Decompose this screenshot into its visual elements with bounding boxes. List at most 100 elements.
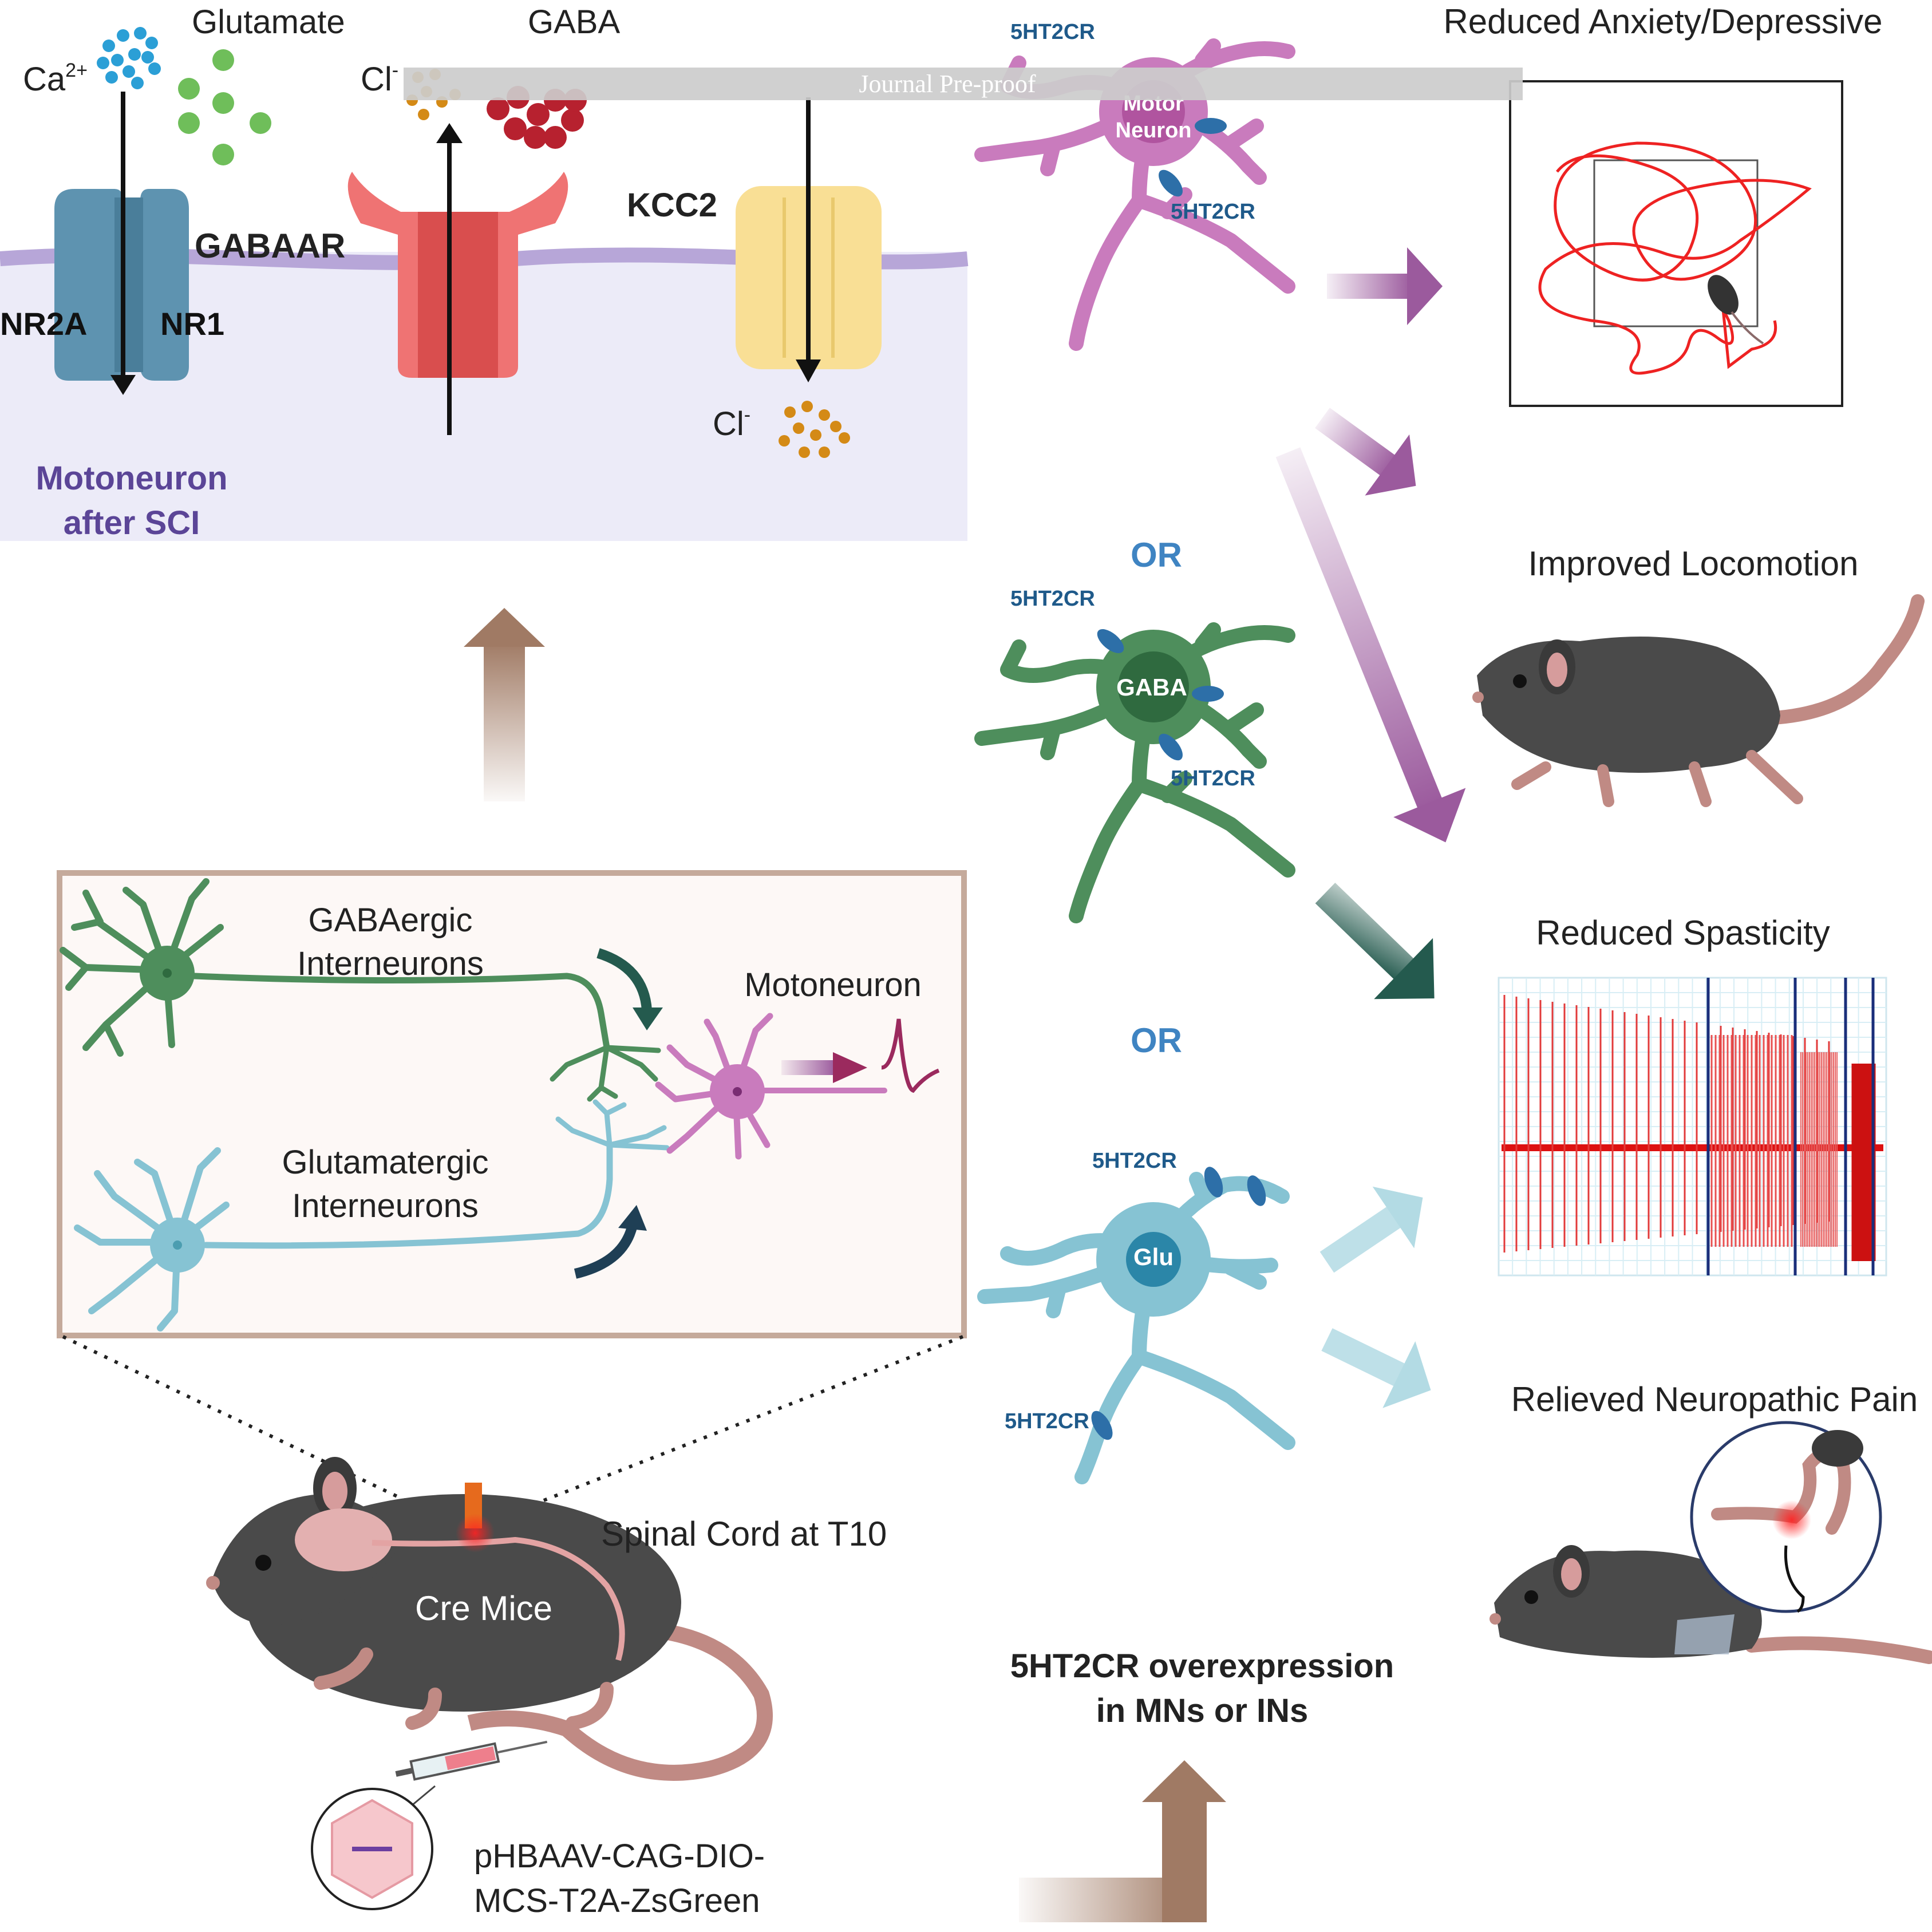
anxiety-outcome-label: Reduced Anxiety/Depressive xyxy=(1443,2,1882,41)
glu-to-mn-arrow xyxy=(574,1223,638,1279)
gaba-molecule xyxy=(561,109,584,132)
gabaar-label: GABAAR xyxy=(195,227,345,265)
kcc2-label: KCC2 xyxy=(627,187,717,224)
gaba-neuron-cell xyxy=(974,622,1295,923)
calcium-ion xyxy=(117,29,129,42)
chloride-ion xyxy=(830,421,841,432)
mouse-eye xyxy=(255,1555,271,1571)
mn-to-spasticity-arrow xyxy=(1275,447,1466,843)
motoneuron-in-box xyxy=(655,1013,887,1160)
glutamate-molecule xyxy=(250,112,271,134)
receptor-5ht2cr xyxy=(1159,733,1183,761)
open-field-center-zone xyxy=(1593,159,1759,327)
chloride-label-top: Cl- xyxy=(361,60,398,98)
overexpression-label-line1: 5HT2CR overexpression xyxy=(1010,1647,1394,1685)
syringe xyxy=(395,1740,548,1781)
mouse-nose xyxy=(1490,1613,1501,1625)
receptor-label: 5HT2CR xyxy=(1092,1149,1177,1173)
receptor-label: 5HT2CR xyxy=(1010,587,1095,611)
cre-mouse: Cre Mice Spinal Cord at T10 xyxy=(206,1457,887,1781)
chloride-ion xyxy=(839,432,850,444)
gaba-molecule xyxy=(487,97,509,120)
calcium-ion xyxy=(148,62,161,75)
motoneuron-sci-label-line1: Motoneuron xyxy=(35,460,227,497)
or-label: OR xyxy=(1131,536,1182,574)
gaba-molecule xyxy=(504,117,527,140)
gabaergic-label-line2: Interneurons xyxy=(297,945,484,982)
or-label: OR xyxy=(1131,1021,1182,1060)
chloride-ion xyxy=(799,447,810,458)
lesion-glow xyxy=(456,1514,495,1552)
mouse-eye xyxy=(1513,674,1527,688)
action-potential-output xyxy=(781,1018,940,1093)
open-field-test xyxy=(1509,80,1843,407)
chloride-ion xyxy=(810,429,821,441)
walking-mouse xyxy=(1472,594,1925,807)
mouse-tail xyxy=(1745,1636,1932,1664)
chloride-label-bottom: Cl- xyxy=(713,404,750,442)
mouse-spinal-cord xyxy=(372,1536,625,1661)
mouse-paw xyxy=(1711,1448,1851,1535)
mouse-brain xyxy=(295,1508,392,1571)
receptor-label: 5HT2CR xyxy=(1005,1409,1089,1433)
open-field-arena xyxy=(1509,80,1843,407)
overexpression-label-line2: in MNs or INs xyxy=(1096,1692,1309,1729)
locomotion-trace xyxy=(1538,141,1812,375)
brown-up-arrow xyxy=(464,608,545,801)
calcium-ion xyxy=(97,57,109,69)
chloride-ion xyxy=(793,422,804,434)
calcium-ion xyxy=(102,39,115,52)
chloride-ion xyxy=(784,406,796,418)
motor-neuron-label-line2: Neuron xyxy=(1116,118,1192,143)
vector-label-line1: pHBAAV-CAG-DIO- xyxy=(474,1838,765,1875)
receptor-5ht2cr xyxy=(1195,118,1227,134)
locomotion-outcome-label: Improved Locomotion xyxy=(1528,544,1859,583)
receptor-5ht2cr xyxy=(1192,686,1224,702)
calcium-label: Ca2+ xyxy=(23,60,88,98)
chloride-ion xyxy=(819,447,830,458)
glu-neuron-label: Glu xyxy=(1133,1243,1174,1270)
glu-to-pain-arrow xyxy=(1321,1328,1431,1408)
glutamate-molecules xyxy=(178,49,271,165)
chloride-ion xyxy=(779,435,790,447)
gaba-to-mn-arrow xyxy=(596,948,652,1011)
gaba-molecule xyxy=(527,103,550,126)
calcium-ion xyxy=(131,77,144,89)
pain-test-mouse xyxy=(1490,1421,1932,1664)
kcc2-transporter xyxy=(736,97,882,382)
chloride-ion xyxy=(819,409,830,421)
zoom-line-left xyxy=(62,1335,453,1524)
emg-trace xyxy=(1502,978,1883,1275)
gabaergic-label-line1: GABAergic xyxy=(309,902,473,939)
calcium-ion xyxy=(141,51,154,64)
receptor-5ht2cr xyxy=(1204,1167,1223,1198)
cre-mice-label: Cre Mice xyxy=(415,1589,552,1627)
zoom-line-right xyxy=(485,1335,964,1524)
glutamate-molecule xyxy=(178,112,200,134)
calcium-ion xyxy=(123,65,135,78)
zoom-cone xyxy=(1674,1614,1735,1654)
glutamatergic-label-line1: Glutamatergic xyxy=(282,1144,488,1181)
calcium-ion xyxy=(128,48,141,61)
spasticity-outcome-label: Reduced Spasticity xyxy=(1536,914,1830,952)
receptor-label: 5HT2CR xyxy=(1171,200,1255,224)
glutamate-molecule xyxy=(212,92,234,114)
receptor-5ht2cr xyxy=(1091,1411,1113,1440)
arena-mouse xyxy=(1708,275,1739,315)
mn-to-anxiety-arrow xyxy=(1327,274,1413,299)
glutamatergic-label-line2: Interneurons xyxy=(292,1187,479,1224)
filament xyxy=(1784,1545,1805,1613)
gaba-molecule xyxy=(524,126,547,149)
mn-to-locomotion-arrow xyxy=(1315,408,1416,496)
calcium-ion xyxy=(111,54,124,66)
chloride-ion xyxy=(418,109,429,120)
calcium-ion xyxy=(145,37,158,49)
calcium-ions xyxy=(97,27,161,89)
gaba-label: GABA xyxy=(528,3,620,41)
spinal-cord-label: Spinal Cord at T10 xyxy=(601,1515,887,1553)
brown-bend-arrow xyxy=(1019,1760,1226,1922)
chloride-ions-inside xyxy=(779,401,850,458)
calcium-ion xyxy=(105,71,118,84)
watermark-text: Journal Pre-proof xyxy=(859,70,1036,98)
